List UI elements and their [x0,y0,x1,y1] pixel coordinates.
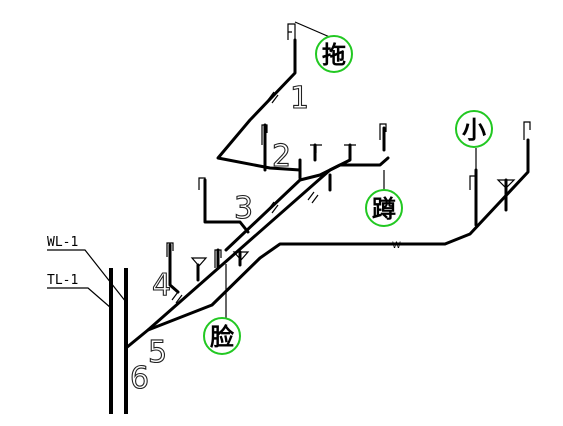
leader-wl-1 [47,249,127,303]
pipe-markers: W [171,91,401,304]
fixture-squat-toilet: 蹲 [365,189,403,227]
branch-number-5: 5 [148,335,167,370]
pipe-branch-row [224,143,352,252]
pipe-network [124,38,530,350]
traps [166,23,531,268]
fixture-label-mop: 拖 [322,41,346,69]
pipe-branch-3 [203,178,250,234]
pipe-main-lower [146,138,530,332]
pipe-branch-mop [216,38,302,172]
branch-number-4: 4 [152,268,171,303]
drain-1 [310,144,322,153]
label-tl-1: TL-1 [47,273,78,288]
trap-urinal-right [523,121,531,140]
branch-number-2: 2 [272,139,291,174]
branch-number-3: 3 [234,191,253,226]
leader-mop [294,21,333,39]
fixture-wash-basin: 脸 [203,317,241,355]
fixture-circle-urinal [455,110,493,148]
branch-numbers: 1 2 3 4 5 6 [129,80,309,396]
slash-2 [267,201,279,214]
trap-1 [261,124,268,145]
vertical-stacks [109,268,128,414]
fixture-circle-squat [365,189,403,227]
drain-3 [190,257,208,267]
trap-3 [198,177,206,190]
drain-2 [344,144,356,153]
trap-urinal-left [469,175,477,190]
fixture-urinal: 小 [455,110,493,148]
trap-basin [214,249,222,268]
fixture-label-squat: 蹲 [372,195,396,223]
trap-mop [287,23,296,40]
branch-number-1: 1 [290,81,309,116]
floor-drains [190,144,516,267]
fixture-label-basin: 脸 [210,323,235,351]
pipe-mark-w: W [392,241,401,251]
fixture-label-urinal: 小 [462,116,486,144]
stack-labels: WL-1 TL-1 [47,235,127,309]
leader-tl-1 [47,287,112,309]
pipe-main-upper [124,156,390,350]
trap-squat [379,123,387,140]
slash-1 [267,91,279,104]
slash-3 [307,191,319,204]
pipe-branch-4 [168,243,180,294]
branch-number-6: 6 [130,361,149,396]
fixture-leaders [225,21,477,318]
drain-4 [232,251,250,261]
drain-5 [496,179,516,189]
label-wl-1: WL-1 [47,235,78,250]
fixture-circle-mop [315,35,353,73]
fixture-mop-sink: 拖 [315,35,353,73]
fixture-circle-basin [203,317,241,355]
trap-4 [166,242,174,257]
slash-4 [171,291,183,304]
